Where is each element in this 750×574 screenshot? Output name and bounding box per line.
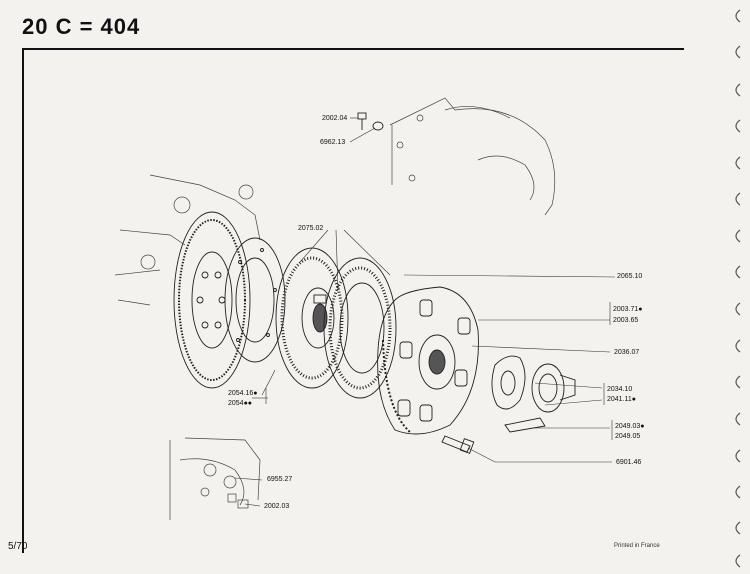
bolt-2002-04 — [357, 112, 384, 131]
label-2002-04: 2002.04 — [322, 115, 348, 122]
printed-note: Printed in France — [614, 543, 660, 549]
label-6901-46: 6901.46 — [616, 459, 642, 466]
frame-left-rule — [22, 48, 24, 553]
label-2049-05: 2049.05 — [615, 433, 641, 440]
label-2003-71: 2003.71● — [613, 306, 643, 313]
label-2065-10: 2065.10 — [617, 273, 643, 280]
frame-top-rule — [22, 48, 684, 50]
binder-holes — [735, 9, 741, 568]
friction-lining — [323, 257, 397, 399]
bell-housing — [389, 97, 556, 216]
label-2075-02: 2075.02 — [298, 225, 324, 232]
label-2054-16: 2054.16● — [228, 390, 258, 397]
label-2003-65: 2003.65 — [613, 317, 639, 324]
pressure-plate — [377, 286, 479, 435]
label-2054: 2054●● — [228, 400, 253, 407]
bolt-6901 — [441, 435, 475, 454]
label-2034-10: 2034.10 — [607, 386, 633, 393]
clutch-disc — [275, 247, 349, 389]
label-2036-07: 2036.07 — [614, 349, 640, 356]
label-2041-11: 2041.11● — [607, 396, 637, 403]
friction-ring — [224, 237, 286, 363]
label-6955-27: 6955.27 — [267, 476, 293, 483]
label-6962-13: 6962.13 — [320, 139, 346, 146]
release-bearing — [504, 363, 576, 433]
clutch-exploded-diagram — [114, 97, 616, 520]
flywheel — [173, 211, 251, 389]
page-number: 5/70 — [8, 541, 28, 552]
label-2049-03: 2049.03● — [615, 423, 645, 430]
engine-block — [114, 174, 261, 306]
page-title: 20 C = 404 — [22, 14, 141, 39]
label-2002-03: 2002.03 — [264, 503, 290, 510]
release-plate — [491, 355, 526, 410]
